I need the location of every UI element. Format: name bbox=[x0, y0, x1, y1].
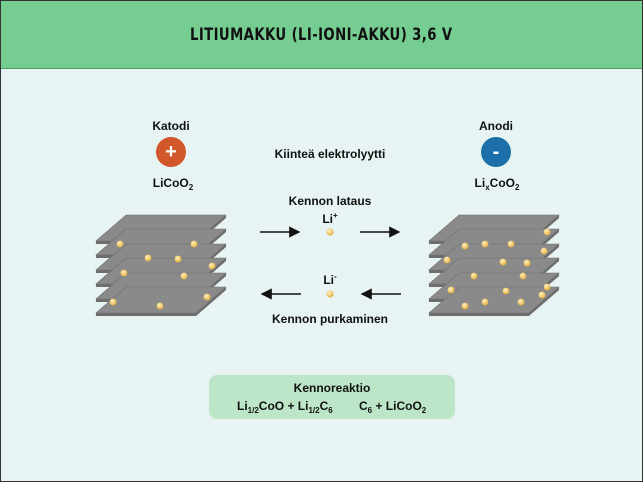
electrode-plate-edge bbox=[429, 273, 559, 302]
lithium-ion-dot bbox=[156, 302, 164, 310]
electrode-plate-edge bbox=[96, 229, 226, 258]
lithium-ion-dot bbox=[208, 262, 216, 270]
page-title: LITIUMAKKU (LI-IONI-AKKU) 3,6 V bbox=[190, 24, 453, 45]
lithium-ion-dot bbox=[461, 242, 469, 250]
electrode-plate-edge bbox=[96, 258, 226, 287]
anode-label: Anodi bbox=[479, 119, 513, 133]
electrode-plate-edge bbox=[429, 229, 559, 258]
electrode-plate-edge bbox=[96, 215, 226, 244]
lithium-ion-dot bbox=[523, 259, 531, 267]
lithium-ion-dot bbox=[499, 258, 507, 266]
electrode-plate-edge bbox=[429, 287, 559, 316]
cathode-formula: LiCoO2 bbox=[152, 176, 194, 192]
lithium-ion-dot bbox=[461, 302, 469, 310]
lithium-ion-dot bbox=[519, 272, 527, 280]
electrode-plate-edge bbox=[96, 244, 226, 273]
charge-ion-dot bbox=[326, 228, 334, 236]
discharge-ion-dot bbox=[326, 290, 334, 298]
lithium-ion-dot bbox=[190, 240, 198, 248]
discharging-ion-label: Li- bbox=[323, 272, 337, 287]
lithium-ion-dot bbox=[120, 269, 128, 277]
lithium-ion-dot bbox=[517, 298, 525, 306]
lithium-ion-dot bbox=[144, 254, 152, 262]
charging-label: Kennon lataus bbox=[288, 194, 372, 208]
discharging-label: Kennon purkaminen bbox=[271, 312, 388, 326]
lithium-ion-dot bbox=[543, 228, 551, 236]
lithium-ion-dot bbox=[180, 272, 188, 280]
reaction-right-side: C6 + LiCoO2 bbox=[359, 399, 427, 415]
electrolyte-label: Kiinteä elektrolyytti bbox=[274, 147, 386, 161]
electrode-plate-edge bbox=[429, 244, 559, 273]
lithium-ion-dot bbox=[443, 256, 451, 264]
anode-electrode-stack bbox=[428, 214, 560, 316]
anode-formula: LixCoO2 bbox=[474, 176, 520, 192]
reaction-box: Kennoreaktio Li1/2CoO + Li1/2C6 C6 + LiC… bbox=[209, 375, 455, 419]
cathode-label: Katodi bbox=[152, 119, 190, 133]
lithium-ion-dot bbox=[481, 240, 489, 248]
lithium-ion-dot bbox=[540, 247, 548, 255]
electrode-plate-edge bbox=[96, 273, 226, 302]
lithium-ion-dot bbox=[116, 240, 124, 248]
lithium-ion-dot bbox=[470, 272, 478, 280]
electrode-plate-edge bbox=[429, 258, 559, 287]
reaction-left-side: Li1/2CoO + Li1/2C6 bbox=[237, 399, 333, 415]
anode-minus-icon: - bbox=[481, 137, 511, 167]
header-bar: LITIUMAKKU (LI-IONI-AKKU) 3,6 V bbox=[1, 1, 642, 69]
lithium-ion-dot bbox=[203, 293, 211, 301]
lithium-ion-dot bbox=[481, 298, 489, 306]
electrode-plate-edge bbox=[429, 215, 559, 244]
cathode-electrode-stack bbox=[95, 214, 227, 316]
lithium-ion-dot bbox=[174, 255, 182, 263]
lithium-ion-dot bbox=[538, 291, 546, 299]
reaction-title: Kennoreaktio bbox=[293, 381, 371, 395]
lithium-ion-dot bbox=[502, 287, 510, 295]
lithium-ion-dot bbox=[543, 283, 551, 291]
lithium-ion-dot bbox=[447, 286, 455, 294]
cathode-plus-icon: + bbox=[156, 137, 186, 167]
electrode-plate-edge bbox=[96, 287, 226, 316]
lithium-ion-dot bbox=[109, 298, 117, 306]
charging-ion-label: Li+ bbox=[322, 211, 338, 226]
lithium-ion-dot bbox=[507, 240, 515, 248]
